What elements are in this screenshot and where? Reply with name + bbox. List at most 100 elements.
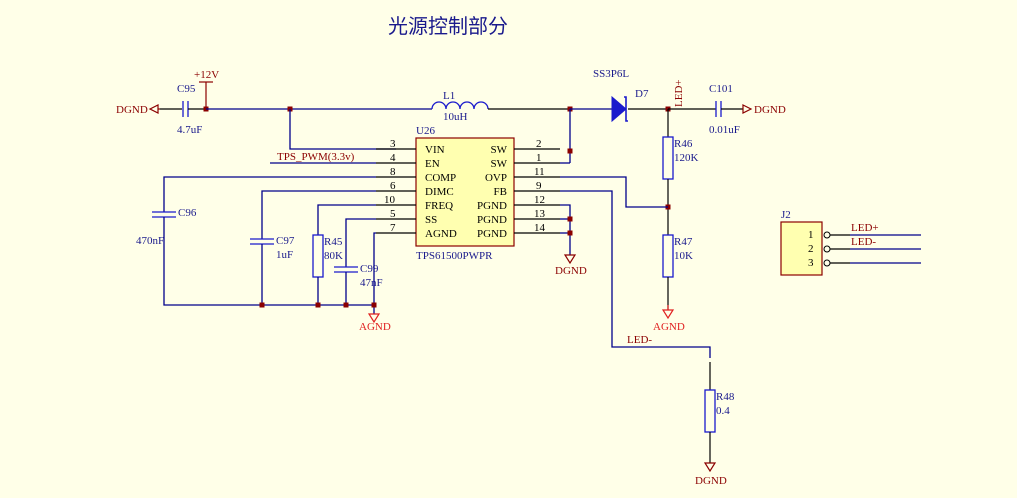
led-minus-net-label: LED- [627, 334, 652, 346]
pin-name: AGND [425, 228, 457, 240]
pin-number: 1 [536, 152, 542, 164]
wire-pgnd [560, 204, 571, 255]
c101-ref: C101 [709, 83, 733, 95]
dgnd-label-right: DGND [754, 104, 786, 116]
diode-d7[interactable] [611, 95, 628, 123]
wire-ovp [560, 176, 668, 208]
dgnd-label-left: DGND [116, 104, 148, 116]
inductor-l1[interactable] [431, 101, 489, 110]
c97-value: 1uF [276, 249, 293, 261]
j2-ref: J2 [781, 209, 791, 221]
ic-part: TPS61500PWPR [416, 250, 493, 262]
wire-vin [289, 109, 396, 150]
c101-value: 0.01uF [709, 124, 740, 136]
j2-pin-number: 3 [808, 257, 814, 269]
dgnd-label-r48: DGND [695, 475, 727, 487]
dgnd-label-pgnd: DGND [555, 265, 587, 277]
pin-number: 6 [390, 180, 396, 192]
power-12v-label: +12V [194, 69, 219, 81]
c97-ref: C97 [276, 235, 295, 247]
pin-name: FB [494, 186, 507, 198]
junction [315, 302, 321, 308]
connector-j2[interactable] [780, 221, 823, 276]
c99-ref: C99 [360, 263, 379, 275]
capacitor-c97[interactable] [250, 238, 274, 245]
r48-value: 0.4 [716, 405, 730, 417]
pin-number: 7 [390, 222, 396, 234]
pin-name: DIMC [425, 186, 454, 198]
c95-value: 4.7uF [177, 124, 202, 136]
pin-name: VIN [425, 144, 445, 156]
junction [567, 216, 573, 222]
resistor-r45[interactable] [312, 234, 324, 278]
j2-pin-number: 1 [808, 229, 814, 241]
pin-name: OVP [485, 172, 507, 184]
pin-number: 5 [390, 208, 396, 220]
pin-name: SW [491, 158, 508, 170]
ic-u26[interactable] [415, 137, 515, 247]
pin-name: EN [425, 158, 440, 170]
agnd-symbol-ic [367, 313, 381, 324]
pin-number: 13 [534, 208, 546, 220]
r45-value: 80K [324, 250, 343, 262]
capacitor-c95[interactable] [182, 101, 189, 117]
pin-number: 14 [534, 222, 546, 234]
resistor-r48[interactable] [704, 389, 716, 433]
c96-value: 470nF [136, 235, 164, 247]
junction [259, 302, 265, 308]
j2-pins [823, 231, 921, 267]
resistor-r46[interactable] [662, 136, 674, 180]
j2-net-label: LED+ [851, 222, 879, 234]
r45-ref: R45 [324, 236, 343, 248]
wire-dimc [261, 190, 376, 239]
r47-ref: R47 [674, 236, 693, 248]
j2-pin-number: 2 [808, 243, 814, 255]
dgnd-symbol-r48 [703, 462, 717, 473]
pin-number: 11 [534, 166, 545, 178]
pin-number: 8 [390, 166, 396, 178]
wire-fb-led-minus [560, 190, 711, 358]
dgnd-symbol-right [742, 104, 753, 114]
agnd-label-r47: AGND [653, 321, 685, 333]
capacitor-c96[interactable] [152, 211, 176, 218]
l1-ref: L1 [443, 90, 455, 102]
pin-name: PGND [477, 228, 507, 240]
wire-agnd-bus [163, 217, 374, 306]
dgnd-symbol-pgnd [563, 254, 577, 265]
pin-name: COMP [425, 172, 456, 184]
schematic-title: 光源控制部分 [388, 14, 508, 38]
d7-ref: D7 [635, 88, 649, 100]
r47-value: 10K [674, 250, 693, 262]
r46-ref: R46 [674, 138, 693, 150]
pin-number: 9 [536, 180, 542, 192]
pin-number: 2 [536, 138, 542, 150]
wire-comp [163, 176, 376, 212]
dgnd-symbol-left [148, 104, 160, 114]
agnd-label-ic: AGND [359, 321, 391, 333]
capacitor-c101[interactable] [715, 101, 722, 117]
c96-ref: C96 [178, 207, 197, 219]
ic-right-pins [514, 148, 560, 234]
ic-ref: U26 [416, 125, 435, 137]
pin-number: 10 [384, 194, 396, 206]
pin-number: 4 [390, 152, 396, 164]
pin-name: FREQ [425, 200, 453, 212]
c95-ref: C95 [177, 83, 196, 95]
resistor-r47[interactable] [662, 234, 674, 278]
capacitor-c99[interactable] [334, 266, 358, 273]
j2-net-label: LED- [851, 236, 876, 248]
pin-name: PGND [477, 200, 507, 212]
agnd-symbol-r47 [661, 309, 675, 320]
led-plus-net-label: LED+ [673, 79, 685, 107]
wire-freq [317, 204, 376, 235]
pwm-net-label: TPS_PWM(3.3v) [277, 151, 355, 163]
ic-left-pins [376, 148, 416, 234]
d7-value: SS3P6L [593, 68, 629, 80]
wire-ss [345, 218, 376, 267]
pin-name: SS [425, 214, 437, 226]
junction [567, 230, 573, 236]
pin-name: PGND [477, 214, 507, 226]
wire-agnd [373, 232, 376, 314]
l1-value: 10uH [443, 111, 468, 123]
